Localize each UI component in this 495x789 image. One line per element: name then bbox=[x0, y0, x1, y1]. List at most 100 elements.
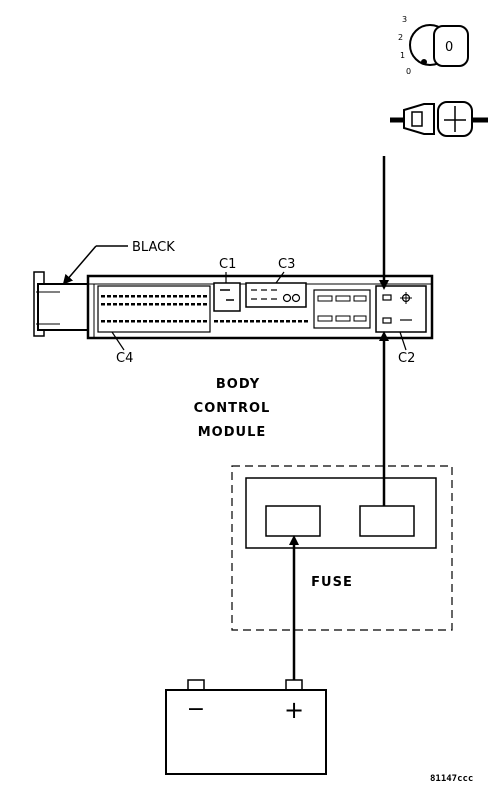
c2-feed-terminal bbox=[382, 317, 392, 324]
connector-pin bbox=[149, 320, 153, 323]
leader-c2 bbox=[399, 331, 407, 351]
connector-pin bbox=[173, 295, 177, 298]
connector-pin bbox=[149, 303, 153, 306]
battery-negative-post bbox=[187, 679, 205, 691]
connector-pin bbox=[161, 295, 165, 298]
connector-pin bbox=[167, 295, 171, 298]
connector-pin bbox=[286, 320, 290, 323]
connector-pin bbox=[101, 295, 105, 298]
ignition-key-label: 0 bbox=[445, 40, 453, 55]
connector-pin bbox=[203, 295, 207, 298]
connector-pin bbox=[137, 303, 141, 306]
connector-pin bbox=[143, 295, 147, 298]
connector-pin bbox=[197, 295, 201, 298]
battery-positive-post bbox=[285, 679, 303, 691]
connector-pin bbox=[185, 320, 189, 323]
connector-pin bbox=[268, 320, 272, 323]
connector-pin bbox=[143, 303, 147, 306]
label-fuse: FUSE bbox=[311, 575, 353, 590]
module-title-line-2: CONTROL bbox=[194, 401, 271, 416]
c2-input-terminal bbox=[382, 294, 392, 301]
connector-c1 bbox=[213, 282, 241, 312]
connector-pin bbox=[155, 303, 159, 306]
connector-pin bbox=[113, 295, 117, 298]
connector-pin bbox=[119, 303, 123, 306]
connector-pin bbox=[244, 320, 248, 323]
connector-pin bbox=[137, 295, 141, 298]
ignition-pointer bbox=[421, 59, 427, 65]
connector-pin bbox=[191, 295, 195, 298]
connector-pin bbox=[107, 295, 111, 298]
connector-pin bbox=[226, 320, 230, 323]
connector-pin bbox=[232, 320, 236, 323]
ignition-key-head bbox=[433, 25, 469, 67]
connector-pin bbox=[119, 320, 123, 323]
label-c3: C3 bbox=[278, 257, 295, 272]
connector-pin bbox=[161, 320, 165, 323]
connector-pin bbox=[101, 303, 105, 306]
label-c1: C1 bbox=[219, 257, 236, 272]
connector-pin bbox=[185, 295, 189, 298]
connector-pin bbox=[155, 320, 159, 323]
connector-pin bbox=[101, 320, 105, 323]
connector-pin bbox=[191, 320, 195, 323]
connector-pin bbox=[262, 320, 266, 323]
connector-pin bbox=[137, 320, 141, 323]
connector-pin bbox=[107, 320, 111, 323]
battery-plus-sign: + bbox=[284, 696, 304, 724]
connector-pin bbox=[220, 320, 224, 323]
battery-minus-sign: − bbox=[187, 697, 205, 722]
ignition-position-2: 2 bbox=[398, 33, 403, 42]
connector-pin bbox=[167, 320, 171, 323]
connector-pin bbox=[304, 320, 308, 323]
fuse-input-cavity bbox=[265, 505, 321, 537]
connector-pin bbox=[250, 320, 254, 323]
connector-pin bbox=[214, 320, 218, 323]
connector-pin bbox=[131, 303, 135, 306]
ignition-position-0: 0 bbox=[406, 67, 411, 76]
ignition-position-1: 1 bbox=[400, 51, 405, 60]
connector-pin bbox=[113, 303, 117, 306]
connector-pin bbox=[179, 295, 183, 298]
label-c2: C2 bbox=[398, 351, 415, 366]
connector-pin bbox=[191, 303, 195, 306]
connector-pin bbox=[131, 295, 135, 298]
connector-pin bbox=[256, 320, 260, 323]
connector-pin bbox=[143, 320, 147, 323]
label-black: BLACK bbox=[132, 240, 175, 255]
connector-pin bbox=[131, 320, 135, 323]
connector-icon bbox=[390, 101, 488, 137]
connector-pin bbox=[167, 303, 171, 306]
connector-pin bbox=[173, 303, 177, 306]
connector-pin bbox=[197, 303, 201, 306]
connector-pin bbox=[274, 320, 278, 323]
connector-pin bbox=[203, 303, 207, 306]
connector-pin bbox=[125, 295, 129, 298]
connector-pin bbox=[298, 320, 302, 323]
battery-icon: − + bbox=[165, 679, 327, 775]
leader-c4 bbox=[111, 331, 125, 351]
module-title-line-3: MODULE bbox=[198, 425, 267, 440]
connector-pin bbox=[179, 303, 183, 306]
connector-pin bbox=[161, 303, 165, 306]
connector-c2 bbox=[375, 285, 427, 333]
connector-pin bbox=[119, 295, 123, 298]
connector-c4 bbox=[97, 285, 211, 333]
connector-pin bbox=[173, 320, 177, 323]
leader-black-arrow bbox=[62, 245, 97, 285]
connector-pin bbox=[149, 295, 153, 298]
connector-pin bbox=[155, 295, 159, 298]
battery-case bbox=[165, 689, 327, 775]
fuse-box-icon: FUSE bbox=[231, 465, 453, 631]
connector-pin bbox=[107, 303, 111, 306]
fuse-output-cavity bbox=[359, 505, 415, 537]
figure-id: 81147ccc bbox=[430, 774, 473, 784]
connector-pin bbox=[125, 320, 129, 323]
ignition-position-3: 3 bbox=[402, 15, 407, 24]
connector-pin bbox=[113, 320, 117, 323]
ignition-switch-icon: 3 2 1 0 0 bbox=[398, 15, 469, 76]
connector-pin bbox=[125, 303, 129, 306]
connector-pin bbox=[280, 320, 284, 323]
connector-pin bbox=[292, 320, 296, 323]
